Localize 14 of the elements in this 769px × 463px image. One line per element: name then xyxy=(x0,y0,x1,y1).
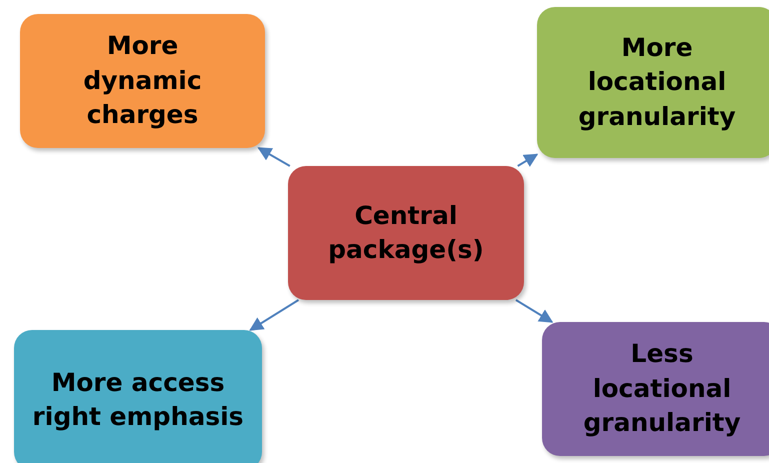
arrow xyxy=(249,299,299,331)
box-label: More dynamic charges xyxy=(82,30,203,132)
box-label: Less locational granularity xyxy=(582,338,742,440)
arrow xyxy=(257,147,290,167)
rounded-box xyxy=(14,330,262,463)
rounded-box xyxy=(542,322,769,456)
rounded-box xyxy=(288,166,524,300)
arrow xyxy=(517,154,538,167)
rounded-box xyxy=(20,14,265,148)
box-label: Central package(s) xyxy=(327,200,485,266)
arrow xyxy=(515,299,554,323)
box-label: More access right emphasis xyxy=(31,366,245,433)
box-label: More locational granularity xyxy=(577,32,737,133)
rounded-box xyxy=(537,7,769,158)
